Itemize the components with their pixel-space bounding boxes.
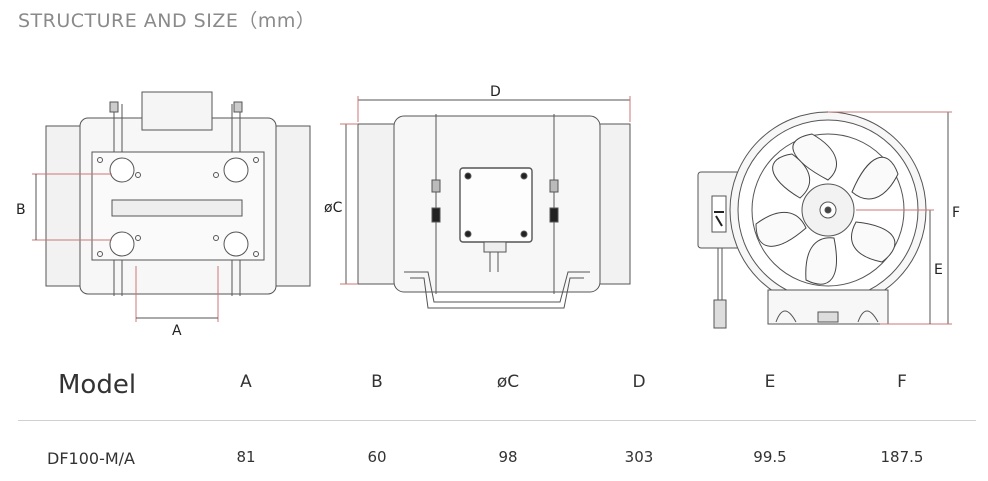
cell-e: 99.5 <box>753 448 787 466</box>
cell-model: DF100-M/A <box>47 449 135 468</box>
dim-label-d: D <box>490 84 501 100</box>
right-view <box>697 111 952 329</box>
header-b: B <box>371 372 383 392</box>
header-model: Model <box>58 370 137 400</box>
dim-label-e: E <box>934 262 943 278</box>
cell-a: 81 <box>236 448 256 466</box>
table-divider <box>18 420 976 421</box>
dim-label-b: B <box>16 202 26 218</box>
cell-c: 98 <box>498 448 518 466</box>
cell-d: 303 <box>624 448 654 466</box>
cell-b: 60 <box>367 448 387 466</box>
cell-f: 187.5 <box>880 448 924 466</box>
dim-label-a: A <box>172 323 182 339</box>
header-e: E <box>764 372 776 392</box>
header-f: F <box>897 372 907 392</box>
header-d: D <box>632 372 646 392</box>
technical-drawing <box>32 91 952 329</box>
section-title: STRUCTURE AND SIZE（mm） <box>18 10 316 32</box>
middle-view <box>340 96 631 309</box>
header-c: øC <box>496 372 520 392</box>
header-a: A <box>240 372 252 392</box>
dim-label-f: F <box>952 205 961 221</box>
left-view <box>32 91 311 322</box>
dim-label-c: øC <box>324 200 343 216</box>
